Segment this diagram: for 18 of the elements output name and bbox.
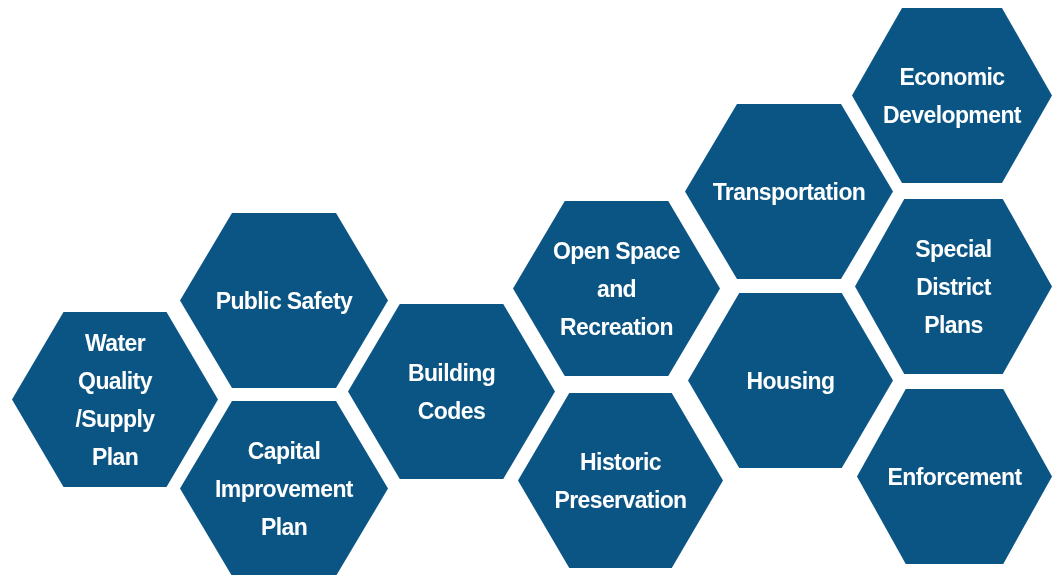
- hexagon: [518, 393, 723, 568]
- hexagon-label: Special District Plans: [914, 234, 993, 340]
- hexagon: [852, 8, 1052, 183]
- hexagon-label: Building Codes: [406, 358, 497, 426]
- hexagon-label: Open Space and Recreation: [552, 236, 681, 342]
- hexagon-label: Economic Development: [882, 62, 1022, 130]
- hexagon: [688, 293, 893, 468]
- hexagon-label: Public Safety: [215, 286, 353, 316]
- hexagon-label: Enforcement: [887, 462, 1022, 492]
- hexagon: [12, 312, 218, 487]
- hexagon-label: Water Quality /Supply Plan: [74, 328, 156, 472]
- hexagon: [180, 213, 388, 388]
- hexagon: [857, 389, 1052, 564]
- hexagon-label: Historic Preservation: [553, 447, 688, 515]
- hexagon-label: Housing: [746, 366, 835, 396]
- hexagon-label: Capital Improvement Plan: [214, 436, 354, 542]
- hexagon-label: Transportation: [712, 177, 866, 207]
- hexagon: [180, 401, 388, 575]
